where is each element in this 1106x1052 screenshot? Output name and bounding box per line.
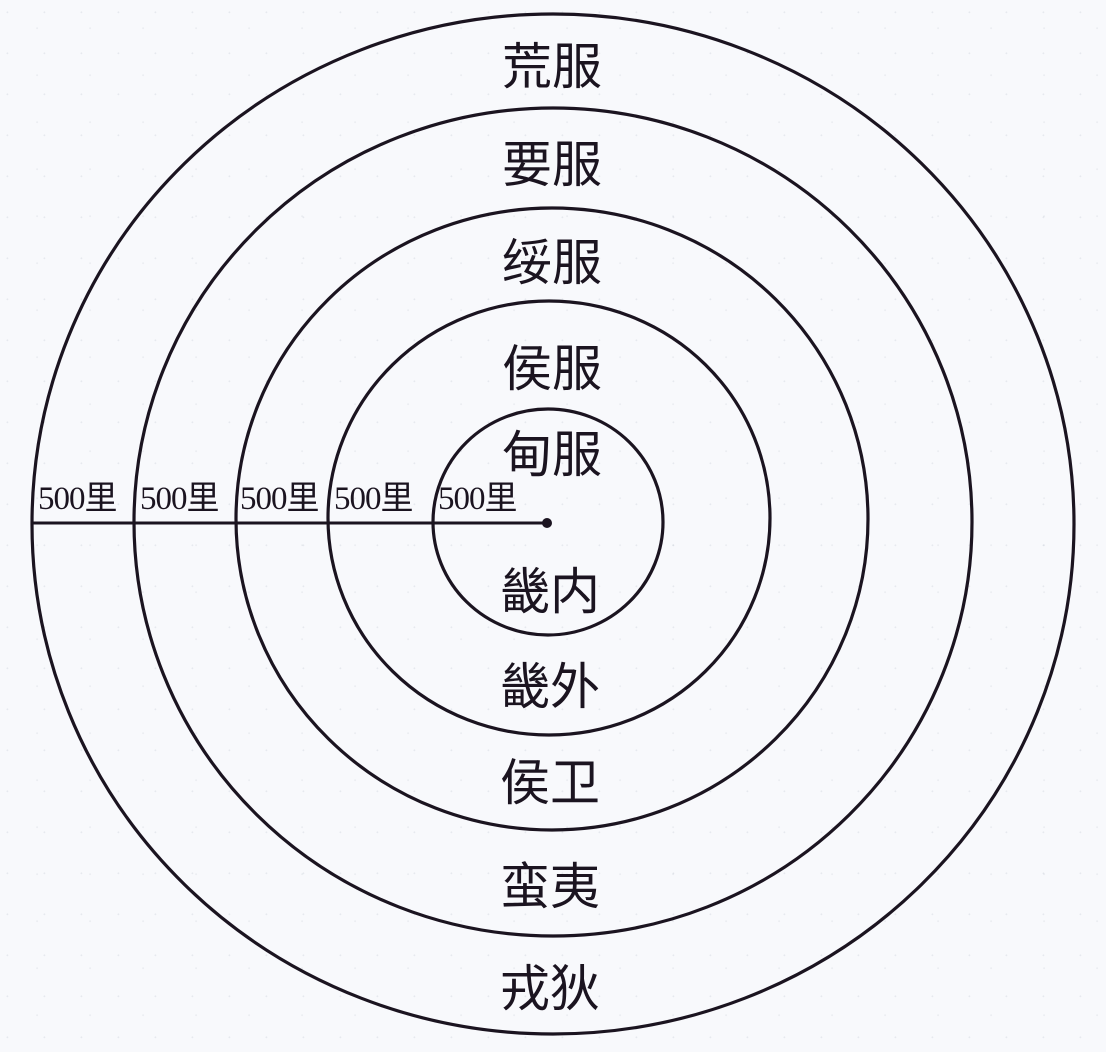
- zone-label-rongdi: 戎狄: [500, 960, 600, 1018]
- distance-label-5: 500里: [438, 481, 517, 517]
- zone-label-houwei: 侯卫: [500, 754, 600, 812]
- zone-label-suifu: 绥服: [502, 234, 602, 292]
- distance-label-3: 500里: [240, 481, 319, 517]
- distance-label-1: 500里: [38, 481, 117, 517]
- center-dot: [542, 518, 552, 528]
- ring-2: [326, 299, 772, 737]
- zone-label-houfu: 侯服: [502, 340, 602, 398]
- zone-label-jiwai: 畿外: [500, 658, 600, 716]
- zone-label-huangfu: 荒服: [502, 38, 602, 96]
- zone-label-yaofu: 要服: [502, 136, 602, 194]
- zone-label-dianfu: 甸服: [502, 426, 602, 484]
- zone-label-jinei: 畿内: [500, 563, 600, 621]
- distance-label-2: 500里: [140, 481, 219, 517]
- ring-3: [234, 206, 870, 832]
- distance-label-4: 500里: [334, 481, 413, 517]
- zone-label-manyi: 蛮夷: [500, 858, 600, 916]
